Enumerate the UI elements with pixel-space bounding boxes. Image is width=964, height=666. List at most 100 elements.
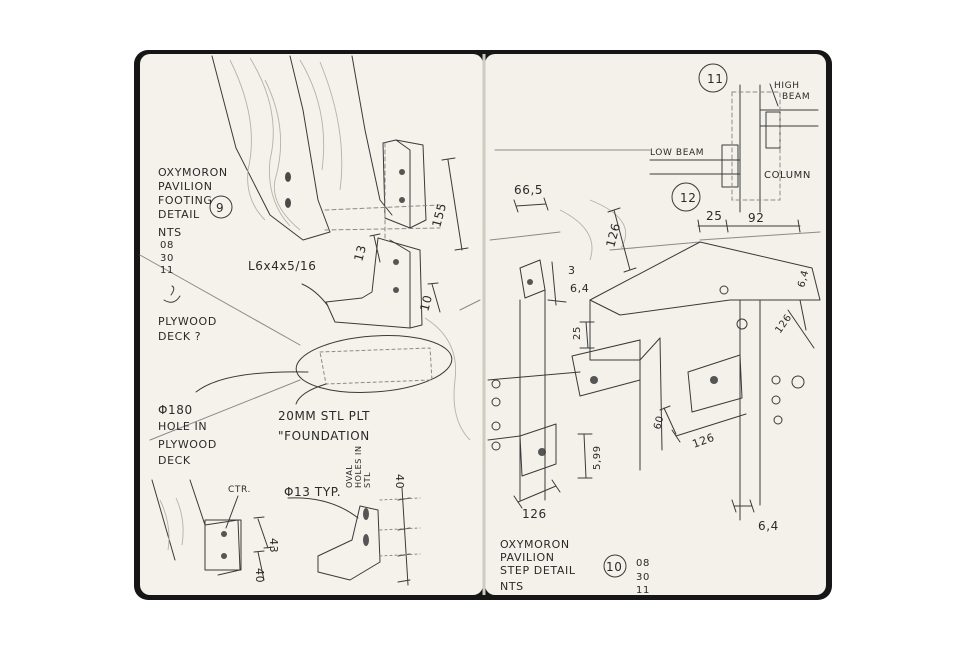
bolt-hole (285, 172, 291, 182)
dimension-label: 25 (706, 209, 722, 223)
beam-bracket (721, 144, 739, 188)
hole-note-line: HOLE IN (158, 420, 207, 433)
right-page-sketch (487, 63, 821, 578)
dim-599-line (577, 433, 593, 479)
left-page-labels: OXYMORON PAVILION FOOTING DETAIL 9 NTS 0… (158, 166, 449, 583)
bolt-note: Φ13 TYP. (284, 485, 341, 499)
ctr-note: CTR. (228, 485, 251, 495)
bolt-hole (285, 198, 291, 208)
step-bracket (687, 354, 743, 413)
angle-callout: L6x4x5/16 (248, 259, 317, 273)
angle-leader (301, 283, 329, 307)
dimension-label: 5,99 (592, 445, 603, 470)
high-beam-label: HIGH (774, 81, 800, 91)
detail-9-title-line: DETAIL (158, 208, 200, 221)
deck-note-line: PLYWOOD (158, 315, 217, 328)
dimension-label: 60 (652, 414, 666, 430)
step-riser (589, 299, 661, 361)
dim-13-line (369, 233, 381, 263)
hole-note-line: Φ180 (158, 403, 193, 417)
detail-9-date-month: 08 (160, 240, 174, 251)
detail-10-date-year: 11 (636, 585, 650, 596)
detail-10-number: 10 (606, 560, 622, 574)
bolt-leader (287, 497, 359, 519)
high-beam-leader (769, 83, 779, 107)
rail-lines (487, 371, 581, 441)
callout-12-circle (671, 182, 701, 212)
plate-note-line: 20MM STL PLT (278, 409, 370, 423)
small-bracket (317, 505, 381, 581)
foundation-plate-oval (295, 335, 453, 393)
column-top (739, 84, 761, 213)
right-page (485, 54, 826, 595)
post-mid (639, 337, 663, 471)
left-page-sketch (139, 55, 481, 586)
deck-arrow (163, 285, 181, 303)
detail-9-title-line: OXYMORON (158, 166, 228, 179)
detail-10-title-line: PAVILION (500, 551, 555, 564)
base-plate (204, 519, 242, 571)
dim-126-bottom-line (513, 479, 561, 509)
hole-note-line: PLYWOOD (158, 438, 217, 451)
dimension-label: 43 (267, 538, 280, 553)
oval-note-line: HOLES IN (354, 445, 363, 488)
dimension-label: 6,4 (758, 519, 779, 533)
dimension-label: 3 (568, 264, 576, 277)
column-outline-mid (289, 55, 331, 233)
dimension-label: 92 (748, 211, 764, 225)
plate-note-line: "FOUNDATION (278, 429, 370, 443)
dim-126-right-line (787, 309, 815, 349)
dim-64-bottom-line (731, 499, 755, 513)
detail-9-number: 9 (216, 201, 224, 215)
detail-9-circle (209, 195, 233, 219)
low-beam (649, 159, 741, 175)
oval-note-line: STL (363, 472, 372, 488)
dim-25-mid-line (579, 321, 595, 349)
dimension-label: 40 (253, 568, 266, 583)
dimension-label: 126 (603, 221, 623, 248)
detail-9-title-line: FOOTING (158, 194, 213, 207)
detail-9-date-day: 30 (160, 253, 174, 264)
oval-note-line: OVAL (345, 465, 354, 488)
dimension-label: 6,4 (796, 269, 811, 289)
step-bracket (519, 423, 557, 477)
hole-note-line: DECK (158, 454, 191, 467)
dimension-label: 6,4 (570, 282, 589, 295)
detail-10-circle (603, 554, 627, 578)
dimension-label: 40 (393, 474, 406, 489)
dim-40-stack-line (397, 487, 411, 586)
dimension-label: 13 (351, 243, 369, 263)
dim-43-line (253, 516, 275, 549)
detail-10-scale: NTS (500, 580, 524, 593)
dimension-label: 10 (417, 293, 435, 313)
post-left (519, 289, 546, 501)
dim-155-line (441, 157, 469, 251)
dim-66-line (513, 197, 549, 213)
callout-11: 11 (707, 72, 723, 86)
steel-angle-lower (325, 237, 423, 329)
dimension-label: 66,5 (514, 183, 543, 197)
detail-9-date-year: 11 (160, 265, 174, 276)
dim-60-line (659, 405, 677, 435)
detail-10-date-day: 30 (636, 572, 650, 583)
high-beam-label: BEAM (782, 92, 810, 102)
dim-64-right-line (799, 299, 807, 331)
callout-12: 12 (680, 191, 696, 205)
deck-note-line: DECK ? (158, 330, 201, 343)
post-right (739, 299, 761, 521)
dim-126-top-line (607, 207, 637, 273)
detail-10-title-line: STEP DETAIL (500, 564, 576, 577)
column-label: COLUMN (764, 170, 811, 181)
nut-icon (791, 375, 805, 389)
detail-9-scale: NTS (158, 226, 182, 239)
column-outline-left (211, 55, 331, 241)
dim-40-lower-line (253, 550, 265, 581)
hole-leader (195, 371, 309, 393)
dim-25-top-line (697, 219, 801, 233)
ctr-leader (225, 495, 239, 529)
detail-10-date-month: 08 (636, 558, 650, 569)
left-page (140, 54, 483, 595)
dimension-label: 25 (572, 326, 583, 340)
